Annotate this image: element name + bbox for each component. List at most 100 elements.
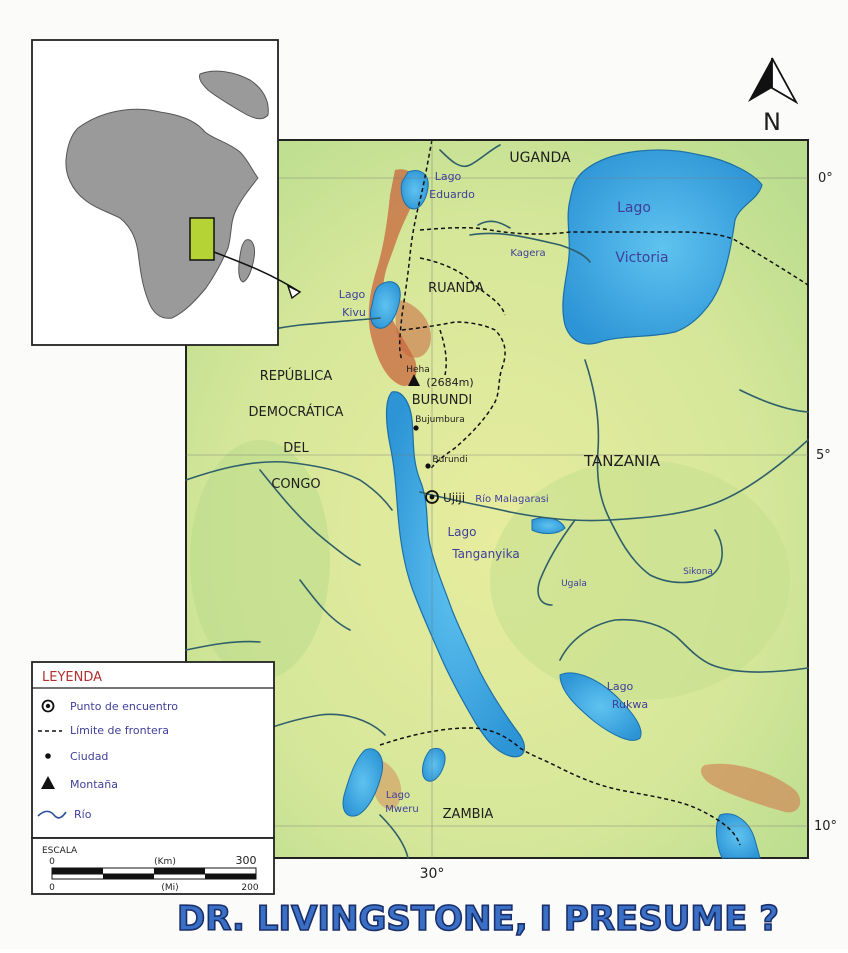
lake-tanganyika-shape bbox=[385, 391, 525, 758]
mountain-area bbox=[368, 169, 417, 386]
country-label-tanzania: TANZANIA bbox=[583, 452, 661, 470]
country-label-congo-3: DEL bbox=[283, 441, 309, 456]
mountain-area bbox=[395, 300, 431, 358]
river-label-kagera: Kagera bbox=[510, 248, 545, 259]
north-label: N bbox=[763, 108, 781, 136]
scale-title: ESCALA bbox=[42, 846, 78, 856]
river-path bbox=[259, 469, 361, 566]
latitude-label-5: 5° bbox=[816, 448, 831, 463]
river-path bbox=[537, 519, 576, 606]
legend-label-border: Límite de frontera bbox=[70, 724, 169, 737]
legend-label-mountain: Montaña bbox=[70, 778, 118, 791]
lake-label-eduardo-1: Lago bbox=[435, 170, 462, 183]
scale-km-max: 300 bbox=[236, 854, 257, 867]
country-label-congo-1: REPÚBLICA bbox=[260, 368, 333, 384]
river-path bbox=[559, 618, 713, 666]
mountain-heha-icon bbox=[408, 374, 420, 386]
legend-label-city: Ciudad bbox=[70, 750, 108, 763]
lake-kivu-shape bbox=[369, 281, 401, 329]
latitude-label-0: 0° bbox=[818, 171, 833, 186]
river-path bbox=[711, 664, 809, 673]
lake-label-rukwa-2: Rukwa bbox=[612, 698, 648, 711]
river-path bbox=[584, 359, 611, 521]
scale-km-zero: 0 bbox=[49, 857, 55, 867]
country-label-congo-2: DEMOCRÁTICA bbox=[249, 404, 344, 420]
lake-mweru-shape bbox=[342, 748, 384, 817]
river-path bbox=[609, 519, 723, 584]
river-path bbox=[299, 579, 351, 631]
mountain-area bbox=[700, 763, 801, 813]
inset-africa-shape bbox=[65, 108, 259, 319]
river-path bbox=[185, 640, 261, 651]
legend-label-meeting-point: Punto de encuentro bbox=[70, 700, 178, 713]
scale-km-label: (Km) bbox=[154, 857, 176, 867]
lake-label-mweru-1: Lago bbox=[386, 790, 410, 801]
place-label-heha-height: (2684m) bbox=[426, 376, 473, 389]
lake-rukwa-shape bbox=[559, 672, 642, 741]
scale-mi-max: 200 bbox=[241, 883, 258, 893]
lake-label-rukwa-1: Lago bbox=[607, 680, 634, 693]
meeting-point-icon bbox=[41, 699, 55, 713]
lake-label-kivu-2: Kivu bbox=[342, 306, 366, 319]
lake-label-mweru-2: Mweru bbox=[385, 804, 418, 815]
legend-title: LEYENDA bbox=[42, 670, 102, 685]
map-title: DR. LIVINGSTONE, I PRESUME ? bbox=[177, 899, 779, 939]
inset-madagascar-shape bbox=[238, 239, 255, 283]
river-path bbox=[469, 232, 591, 263]
lake-edward-shape bbox=[400, 170, 429, 210]
river-label-ugala: Ugala bbox=[561, 579, 587, 589]
place-label-bujumbura: Bujumbura bbox=[415, 415, 464, 425]
legend-label-river: Río bbox=[74, 808, 92, 821]
vegetation-patch bbox=[190, 440, 330, 680]
lake-label-tanganyika-2: Tanganyika bbox=[451, 547, 519, 561]
legend-item-river: Río bbox=[37, 808, 92, 821]
river-symbol-icon bbox=[37, 810, 67, 819]
city-burundi-icon bbox=[425, 463, 431, 469]
border-line bbox=[439, 329, 447, 376]
border-line bbox=[419, 257, 506, 316]
lake-label-tanganyika-1: Lago bbox=[448, 525, 477, 539]
city-bujumbura-icon bbox=[413, 425, 419, 431]
river-path bbox=[185, 460, 393, 511]
rivers-layer bbox=[185, 144, 809, 859]
lake-label-eduardo-2: Eduardo bbox=[429, 188, 475, 201]
river-label-malagarasi: Río Malagarasi bbox=[475, 493, 548, 505]
north-arrow-icon: N bbox=[748, 57, 799, 136]
scale-mi-label: (Mi) bbox=[161, 883, 178, 893]
border-line bbox=[419, 226, 809, 286]
inset-arabia-shape bbox=[199, 70, 269, 120]
scale-bar bbox=[51, 867, 257, 880]
country-label-uganda: UGANDA bbox=[509, 150, 571, 166]
country-label-ruanda: RUANDA bbox=[428, 281, 484, 296]
small-lake-shape bbox=[422, 747, 446, 782]
longitude-label-30: 30° bbox=[420, 866, 445, 882]
country-label-congo-4: CONGO bbox=[271, 477, 320, 492]
mountain-symbol-icon bbox=[41, 776, 55, 789]
river-path bbox=[739, 389, 809, 413]
inset-arrow-icon bbox=[213, 251, 301, 293]
latitude-label-10: 10° bbox=[814, 819, 837, 834]
place-label-ujiji: Ujiji bbox=[443, 491, 465, 505]
country-label-burundi: BURUNDI bbox=[412, 393, 473, 408]
border-line bbox=[398, 139, 433, 361]
lake-victoria-shape bbox=[562, 149, 763, 345]
lake-label-victoria-2: Victoria bbox=[615, 250, 668, 266]
meeting-point-ujiji-icon bbox=[425, 490, 439, 504]
legend-item-mountain: Montaña bbox=[41, 776, 118, 791]
legend-item-city: Ciudad bbox=[45, 750, 108, 763]
river-path bbox=[477, 220, 511, 229]
scale-box bbox=[31, 837, 275, 895]
border-line bbox=[401, 321, 506, 471]
legend-box bbox=[31, 661, 275, 839]
place-label-burundi-town: Burundi bbox=[432, 455, 467, 465]
place-label-heha: Heha bbox=[406, 365, 430, 375]
city-symbol-icon bbox=[45, 753, 51, 759]
legend-item-border: Límite de frontera bbox=[38, 724, 169, 737]
border-line bbox=[379, 727, 741, 846]
scale-mi-zero: 0 bbox=[49, 883, 55, 893]
country-label-zambia: ZAMBIA bbox=[443, 807, 494, 822]
river-label-sikona: Sikona bbox=[683, 567, 713, 577]
legend-item-meeting-point: Punto de encuentro bbox=[41, 699, 178, 713]
